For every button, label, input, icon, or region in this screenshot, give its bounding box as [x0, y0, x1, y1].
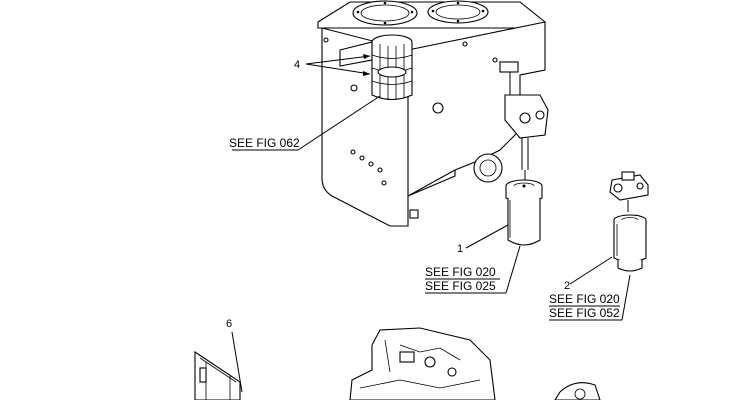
fuel-filter-cartridge-2: [613, 214, 647, 272]
callout-1: 1: [457, 224, 509, 255]
ref-label-fig-052: SEE FIG 052: [549, 306, 620, 320]
ref-label-fig-062: SEE FIG 062: [229, 136, 300, 150]
callout-number-4: 4: [294, 59, 300, 71]
return-filter-element: [371, 34, 413, 101]
hydraulic-tank: [317, 0, 549, 227]
callout-6: 6: [226, 318, 243, 393]
ref-label-fig-025: SEE FIG 025: [425, 279, 496, 293]
callout-see-fig-062: SEE FIG 062: [229, 95, 381, 151]
callout-number-2: 2: [564, 280, 570, 292]
ref-label-fig-020-b: SEE FIG 020: [549, 292, 620, 306]
callout-2: 2: [564, 256, 613, 292]
callout-number-6: 6: [226, 318, 232, 330]
callout-see-fig-020-025: SEE FIG 020 SEE FIG 025: [425, 245, 521, 294]
callout-number-1: 1: [457, 243, 463, 255]
fuel-filter-head: [609, 171, 649, 212]
mounting-bracket-6: [194, 350, 241, 400]
callout-see-fig-020-052: SEE FIG 020 SEE FIG 052: [549, 274, 631, 321]
oil-filter-cartridge-1: [505, 170, 543, 246]
engine-frame: [349, 327, 601, 400]
callout-4: 4: [294, 54, 371, 76]
ref-label-fig-020-a: SEE FIG 020: [425, 265, 496, 279]
